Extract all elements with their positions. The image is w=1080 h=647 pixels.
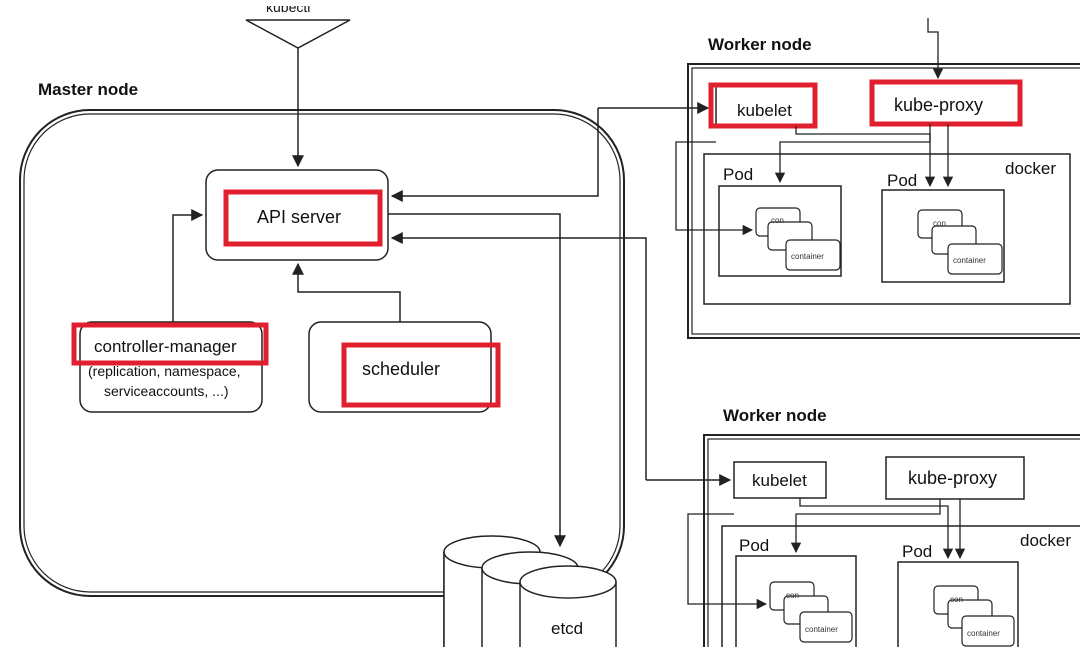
scheduler-label: scheduler: [362, 359, 441, 379]
worker-node-2-connectors: [687, 498, 966, 610]
worker-2-kube-proxy-label: kube-proxy: [908, 468, 998, 488]
controller-manager-highlight: [71, 322, 269, 366]
worker-1-docker-label: docker: [1005, 159, 1057, 178]
api-server-highlight: [223, 189, 383, 247]
worker-2-pod-1-container-back: con: [786, 591, 799, 600]
worker-2-pod-2-container-front: container: [967, 629, 1000, 638]
scheduler-highlight: [341, 342, 501, 408]
etcd-label: etcd: [551, 619, 584, 638]
controller-manager-label: controller-manager: [94, 337, 237, 356]
worker-1-pod-2-label: Pod: [887, 171, 918, 190]
worker-1-pod-1-container-back: con: [771, 216, 784, 225]
worker-1-pod-1-container-front: container: [791, 252, 824, 261]
worker-1-pod-2-container-back: con: [933, 219, 946, 228]
controller-manager-detail-2: serviceaccounts, ...): [104, 383, 229, 399]
worker-node-1: [687, 63, 1080, 339]
worker-2-docker-label: docker: [1020, 531, 1072, 550]
worker-1-pod-2-container-front: container: [953, 256, 986, 265]
worker-node-2: [703, 434, 1080, 647]
controller-manager-detail-1: (replication, namespace,: [88, 363, 241, 379]
master-node-box-inner: [23, 113, 621, 593]
worker-2-pod-1-container-front: container: [805, 625, 838, 634]
etcd-cylinders: [443, 535, 617, 647]
master-node-title: Master node: [38, 80, 139, 99]
worker-2-pod-2-container-back: con: [950, 595, 963, 604]
kubectl-triangle: [245, 19, 351, 49]
worker-2-pod-2-label: Pod: [902, 542, 933, 561]
worker-node-2-title: Worker node: [723, 406, 827, 425]
kubectl-label: kubectl: [266, 6, 311, 15]
worker-1-kubelet-label: kubelet: [737, 101, 792, 120]
master-connectors: [172, 48, 732, 548]
worker-1-pod-1-label: Pod: [723, 165, 754, 184]
worker-1-kube-proxy-label: kube-proxy: [894, 95, 984, 115]
worker-node-1-title: Worker node: [708, 35, 812, 54]
controller-manager-box: [79, 321, 263, 413]
master-node-box: [19, 109, 625, 597]
worker-node-1-connectors: [675, 18, 954, 236]
worker-2-pod-1-label: Pod: [739, 536, 770, 555]
api-server-label: API server: [257, 207, 342, 227]
worker-2-kubelet-label: kubelet: [752, 471, 807, 490]
